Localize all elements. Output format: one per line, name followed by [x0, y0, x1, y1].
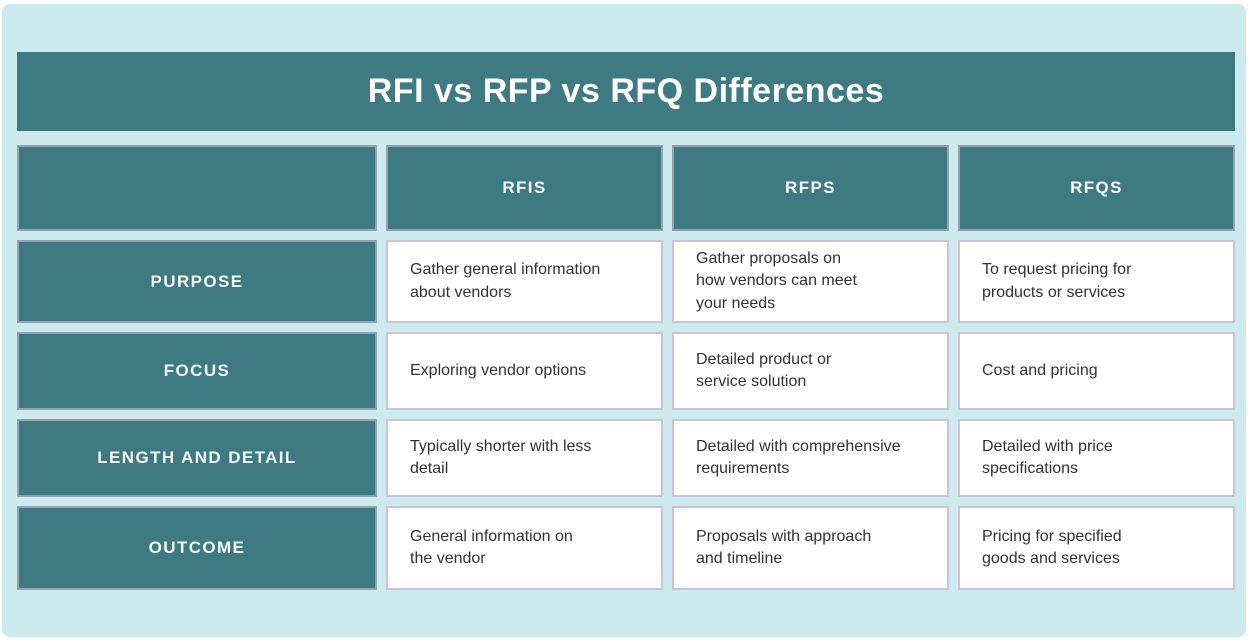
row-header-label: OUTCOME	[148, 538, 246, 557]
column-header-rfps: RFPS	[672, 145, 949, 231]
table-cell-purpose-rfis: Gather general information about vendors	[386, 240, 663, 323]
row-header-label: FOCUS	[163, 361, 231, 380]
comparison-table: RFIS RFPS RFQS PURPOSE Gather general in…	[17, 145, 1235, 590]
table-cell-outcome-rfqs: Pricing for specified goods and services	[958, 506, 1235, 590]
title-bar: RFI vs RFP vs RFQ Differences	[17, 52, 1235, 131]
page-title: RFI vs RFP vs RFQ Differences	[367, 72, 885, 110]
table-cell-focus-rfps: Detailed product or service solution	[672, 332, 949, 410]
row-header-focus: FOCUS	[17, 332, 377, 410]
corner-header-cell	[17, 145, 377, 231]
table-cell-purpose-rfps: Gather proposals on how vendors can meet…	[672, 240, 949, 323]
table-cell-focus-rfqs: Cost and pricing	[958, 332, 1235, 410]
table-cell-length-rfqs: Detailed with price specifications	[958, 419, 1235, 497]
column-header-rfis: RFIS	[386, 145, 663, 231]
row-header-label: PURPOSE	[150, 271, 244, 291]
row-header-label: LENGTH AND DETAIL	[97, 448, 297, 467]
table-cell-length-rfps: Detailed with comprehensive requirements	[672, 419, 949, 497]
row-header-purpose: PURPOSE	[17, 240, 377, 323]
column-header-label: RFIS	[502, 178, 547, 197]
table-cell-length-rfis: Typically shorter with less detail	[386, 419, 663, 497]
table-cell-focus-rfis: Exploring vendor options	[386, 332, 663, 410]
column-header-label: RFQS	[1070, 178, 1123, 197]
column-header-label: RFPS	[785, 178, 836, 197]
table-cell-outcome-rfis: General information on the vendor	[386, 506, 663, 590]
table-cell-outcome-rfps: Proposals with approach and timeline	[672, 506, 949, 590]
row-header-length-and-detail: LENGTH AND DETAIL	[17, 419, 377, 497]
row-header-outcome: OUTCOME	[17, 506, 377, 590]
column-header-rfqs: RFQS	[958, 145, 1235, 231]
table-cell-purpose-rfqs: To request pricing for products or servi…	[958, 240, 1235, 323]
